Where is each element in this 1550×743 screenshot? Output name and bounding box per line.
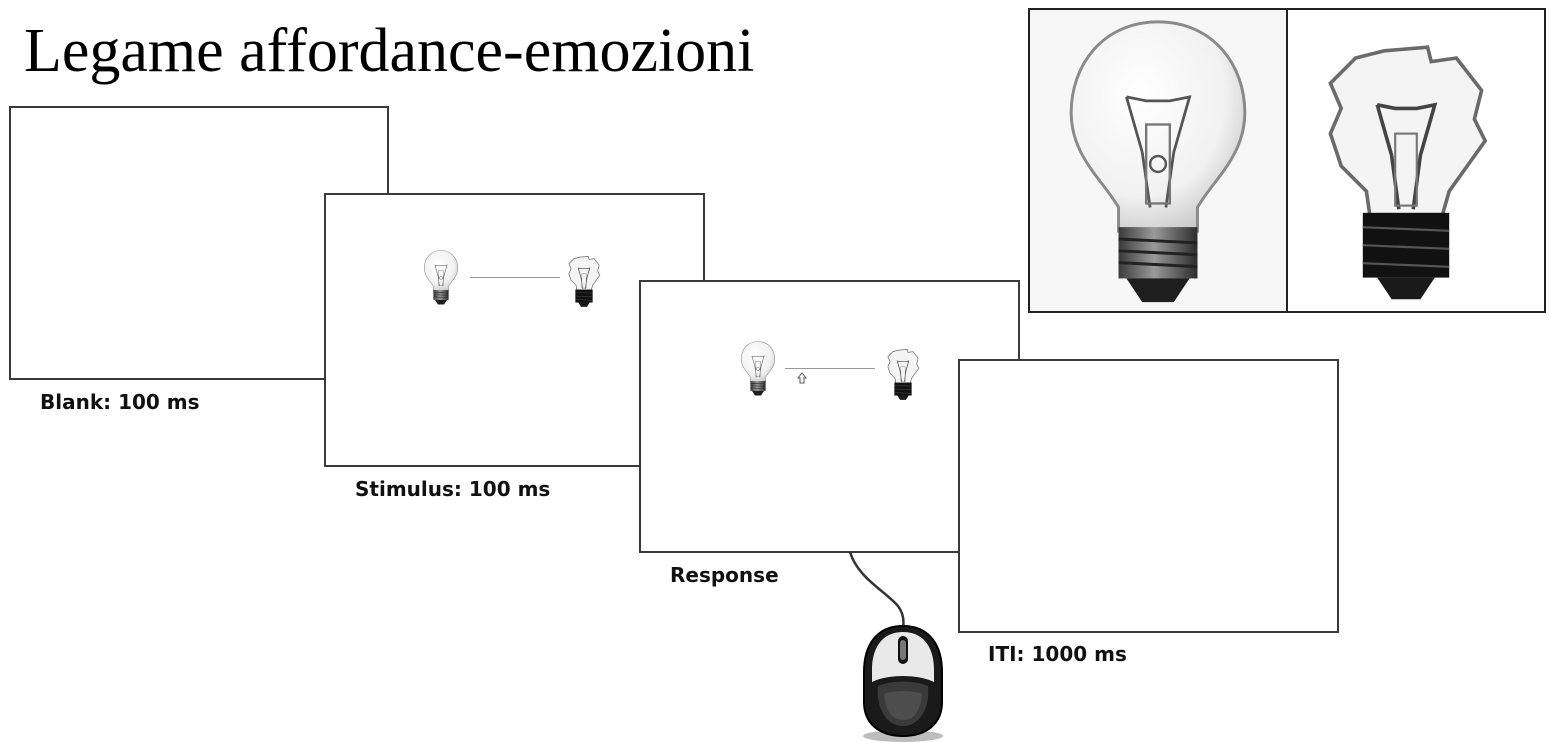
broken-lightbulb-icon [566, 255, 602, 309]
mouse-cable [848, 551, 905, 629]
response-caption: Response [670, 563, 779, 587]
broken-lightbulb-icon [885, 348, 921, 402]
lightbulb-icon [422, 249, 460, 306]
broken-lightbulb-icon [1288, 10, 1544, 311]
lightbulb-icon [1030, 10, 1286, 311]
up-arrow-icon [797, 372, 807, 384]
blank-caption: Blank: 100 ms [40, 390, 200, 414]
broken-bulb-photo [1286, 10, 1544, 311]
stimulus-caption: Stimulus: 100 ms [355, 477, 551, 501]
iti-caption: ITI: 1000 ms [988, 642, 1127, 666]
iti-screen [958, 359, 1339, 633]
connector-line [470, 277, 560, 278]
lightbulb-icon [739, 340, 777, 397]
computer-mouse-icon [863, 624, 943, 742]
intact-bulb-photo [1030, 10, 1286, 311]
bulb-photo-panel [1028, 8, 1546, 313]
slide-title: Legame affordance-emozioni [24, 17, 755, 85]
connector-line [785, 368, 875, 369]
